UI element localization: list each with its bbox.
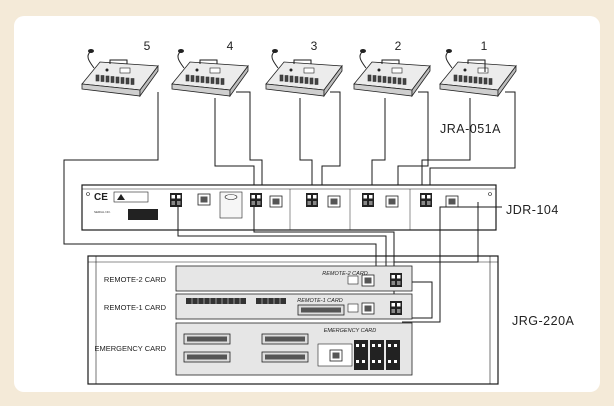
station-number: 4 xyxy=(227,39,234,53)
ce-mark: CE xyxy=(94,192,108,203)
serial-label: SERIAL NO. xyxy=(94,210,111,214)
card-title: REMOTE-1 CARD xyxy=(297,298,343,304)
card-title: EMERGENCY CARD xyxy=(324,328,376,334)
console-station-5: 5 xyxy=(81,39,159,97)
remote-2-card: REMOTE-2 CARD xyxy=(175,265,413,292)
serial-plate xyxy=(128,209,158,220)
console-station-2: 2 xyxy=(353,39,431,97)
card-label: REMOTE-1 CARD xyxy=(104,303,167,312)
console-station-1: 1 xyxy=(439,39,517,97)
card-title: REMOTE-2 CARD xyxy=(322,271,368,277)
distributor-model-label: JDR-104 xyxy=(506,203,559,217)
remote-1-card: REMOTE-1 CARD xyxy=(175,293,413,320)
channel-2 xyxy=(362,189,411,230)
console-station-3: 3 xyxy=(265,39,343,97)
channel-3 xyxy=(306,189,351,230)
channel-4 xyxy=(250,189,291,230)
console-station-4: 4 xyxy=(171,39,249,97)
rack-unit: REMOTE-2 CARD REMOTE-1 CARD xyxy=(87,255,499,385)
emergency-card: EMERGENCY CARD xyxy=(175,322,413,376)
warning-label xyxy=(113,191,149,203)
console-wiring xyxy=(63,59,516,270)
station-number: 2 xyxy=(395,39,402,53)
station-number: 5 xyxy=(144,39,151,53)
station-number: 1 xyxy=(481,39,488,53)
card-label: EMERGENCY CARD xyxy=(94,344,166,353)
rack-model-label: JRG-220A xyxy=(512,314,575,328)
distributor-unit: CE SERIAL NO. xyxy=(81,184,497,231)
card-label: REMOTE-2 CARD xyxy=(104,275,167,284)
console-model-label: JRA-051A xyxy=(440,122,501,136)
station-number: 3 xyxy=(311,39,318,53)
